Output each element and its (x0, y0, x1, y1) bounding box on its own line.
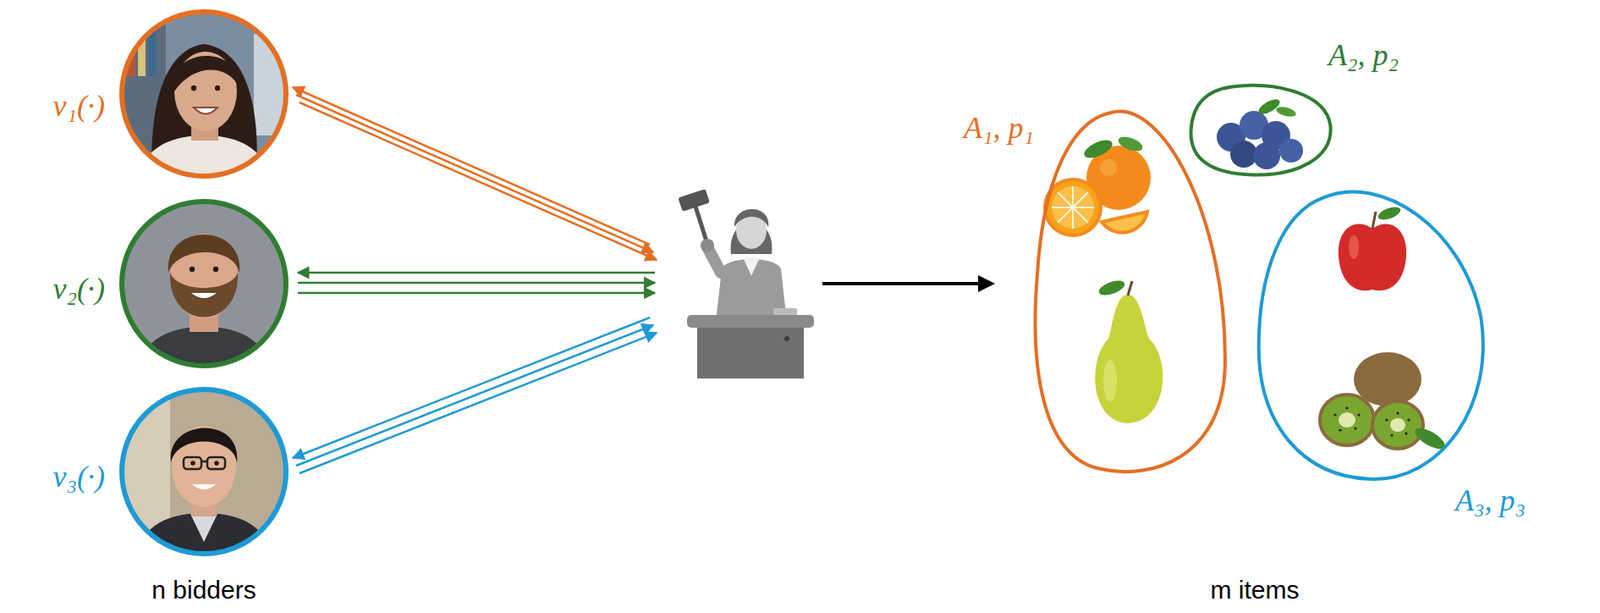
book (126, 25, 136, 77)
leaf (1376, 204, 1403, 223)
pear (1094, 277, 1163, 424)
glasses (183, 456, 202, 469)
leaf (1275, 104, 1298, 119)
group-caption: m items (1210, 575, 1300, 604)
bundle-outline: A₁, p₁ (1025, 93, 1238, 488)
oranges (1044, 133, 1151, 236)
bundle-outline-path (1259, 192, 1484, 479)
hair (171, 55, 241, 92)
message-arrow (296, 94, 654, 253)
portrait-background (119, 386, 289, 556)
window (253, 33, 289, 136)
glasses (207, 456, 226, 469)
podium (697, 327, 804, 379)
orange-half (1044, 179, 1101, 236)
bundle-label: A₂, p₂ (1328, 38, 1399, 73)
kiwi-core (1390, 417, 1406, 432)
eye (214, 85, 220, 91)
bundle-outline-shape (1025, 93, 1238, 488)
message-arrow (297, 271, 655, 275)
bidder-portrait (119, 198, 289, 373)
message-arrow (292, 87, 650, 245)
podium-knob (784, 335, 790, 341)
auctioneer-icon (677, 188, 814, 379)
leaf (1256, 96, 1282, 117)
pear-shine (1103, 359, 1117, 402)
bidder-circle: v₁(·) (119, 9, 289, 179)
eye (190, 460, 196, 466)
hair (734, 208, 769, 227)
leaf (1116, 133, 1145, 154)
bundle-outline-path (1190, 85, 1331, 176)
allocation-arrow (822, 281, 992, 286)
collar (742, 257, 760, 276)
hand (700, 238, 715, 253)
apple-stem (1372, 211, 1376, 229)
podium-top (687, 314, 814, 328)
orange-wedge (1101, 211, 1148, 233)
eye (213, 266, 219, 272)
bundle-outline: A₃, p₃ (1247, 173, 1493, 491)
sound-block (773, 307, 798, 316)
message-arrow (292, 317, 650, 458)
message-arrows (292, 87, 657, 473)
bundle-label: A₁, p₁ (963, 111, 1034, 146)
bundle-outline-shape (1183, 81, 1338, 180)
kiwis (1319, 351, 1448, 453)
apple-shine (1348, 235, 1359, 259)
valuation-label: v₃(·) (53, 460, 105, 495)
bidder-circle: v₂(·) (119, 198, 289, 369)
book (148, 23, 157, 77)
beard (170, 272, 238, 318)
hair (170, 427, 238, 462)
hair (168, 234, 241, 273)
valuation-label: v₁(·) (53, 89, 105, 124)
kiwi-core (1338, 412, 1356, 428)
valuation-label: v₂(·) (53, 272, 105, 307)
message-arrow (297, 281, 655, 285)
apple-body (1338, 223, 1407, 291)
smile (191, 292, 217, 298)
eye (191, 85, 197, 91)
bidder-circle: v₃(·) (119, 386, 289, 556)
leaf (1097, 277, 1128, 298)
pear-stem (1127, 280, 1133, 296)
smile (193, 107, 218, 115)
pear-body (1094, 294, 1163, 424)
message-arrow (299, 332, 657, 473)
eye (214, 460, 220, 466)
smile (192, 483, 216, 490)
shirt (190, 513, 218, 542)
eye (189, 266, 195, 272)
gavel-handle (695, 206, 708, 244)
message-arrow (297, 291, 655, 295)
group-caption: n bidders (151, 575, 256, 604)
orange-segments (1051, 186, 1095, 229)
bundle-outline-shape (1247, 173, 1493, 491)
kiwi-half (1319, 394, 1375, 446)
orange-flesh (1051, 186, 1095, 229)
bidder-portrait (119, 386, 289, 559)
orange-shine (1099, 159, 1117, 176)
book (137, 29, 146, 77)
blueberries (1216, 96, 1304, 170)
leaf (1081, 136, 1115, 162)
kiwi-seeds (1333, 406, 1410, 436)
bundle-outline-path (1035, 110, 1226, 472)
bundle-label: A₃, p₃ (1455, 483, 1526, 518)
blueberry (1279, 138, 1304, 163)
bundle-outline: A₂, p₂ (1183, 81, 1338, 180)
glasses (201, 460, 208, 463)
apple (1338, 204, 1407, 292)
gavel-head (677, 188, 710, 212)
blueberry (1253, 142, 1281, 170)
kiwi-half (1372, 401, 1424, 449)
message-arrow (299, 102, 657, 260)
bidder-portrait (119, 9, 289, 182)
message-arrow (296, 324, 654, 466)
